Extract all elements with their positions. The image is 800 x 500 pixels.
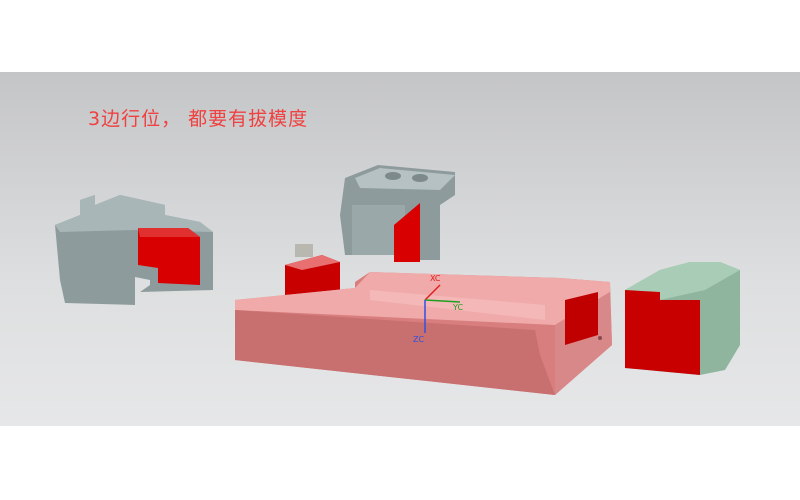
annotation-text: 3边行位， 都要有拔模度 [88, 108, 309, 130]
zc-label: ZC [413, 335, 424, 344]
yc-label: YC [452, 303, 463, 312]
small-block[interactable] [285, 244, 340, 300]
left-slider[interactable] [55, 195, 213, 305]
xc-axis [424, 284, 441, 301]
base-plate[interactable] [235, 272, 612, 395]
middle-slider[interactable] [340, 165, 455, 262]
yc-axis [424, 299, 461, 303]
wcs-axes: XC YC ZC [413, 274, 463, 344]
xc-label: XC [430, 274, 441, 283]
right-slider[interactable] [625, 262, 740, 375]
